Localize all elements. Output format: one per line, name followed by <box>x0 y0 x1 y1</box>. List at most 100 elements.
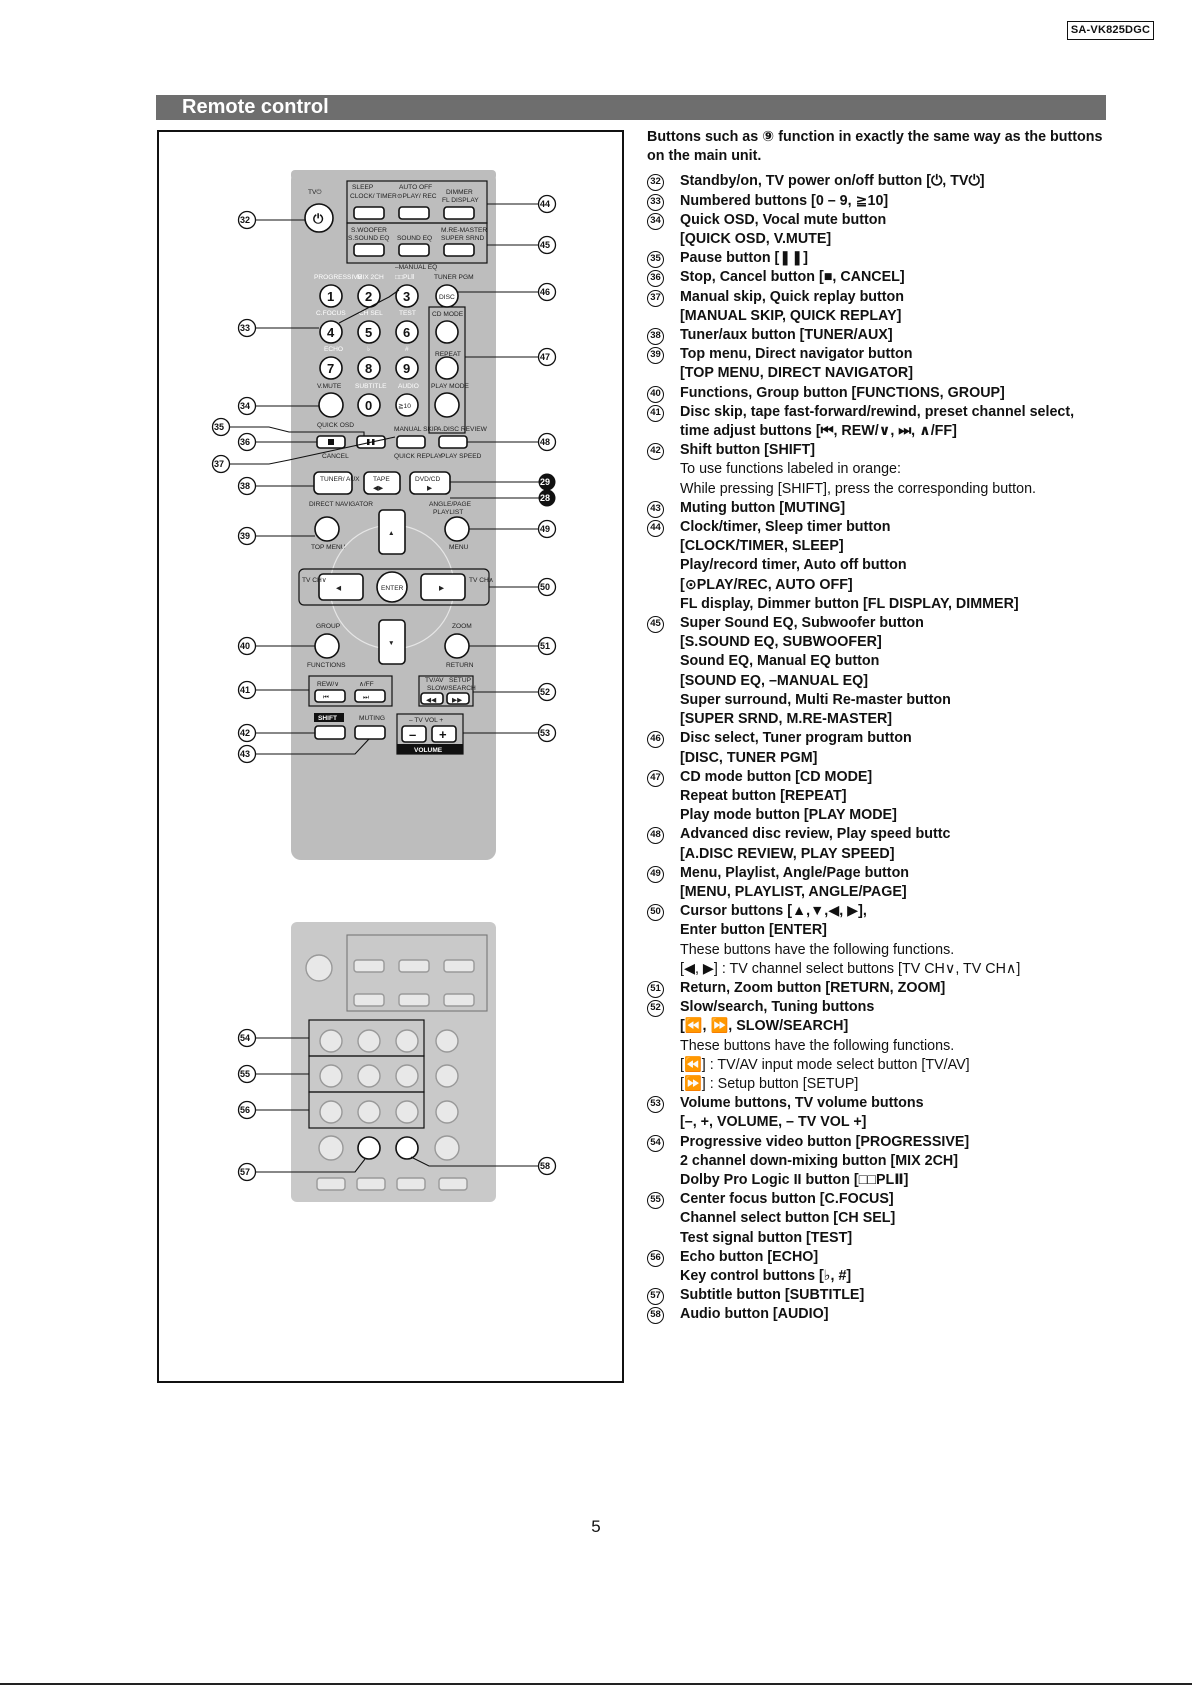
item-number-badge: 54 <box>647 1134 664 1152</box>
disc-label: DISC <box>439 294 455 301</box>
item-text: Functions, Group button [FUNCTIONS, GROU… <box>680 384 1005 401</box>
item-text: Repeat button [REPEAT] <box>680 787 847 804</box>
tuner-aux-button[interactable]: TUNER/ AUX <box>313 471 360 495</box>
item-text: [QUICK OSD, V.MUTE] <box>680 231 832 248</box>
svg-text:44: 44 <box>540 199 550 209</box>
functions-button[interactable] <box>314 633 340 659</box>
item-number-badge: 44 <box>647 520 664 538</box>
item-text: Return, Zoom button [RETURN, ZOOM] <box>680 979 946 996</box>
svg-text:◀: ◀ <box>336 585 342 592</box>
item-text: CD mode button [CD MODE] <box>680 768 873 785</box>
item-text: Channel select button [CH SEL] <box>680 1210 896 1227</box>
tape-button[interactable]: TAPE◀▶ <box>363 471 401 495</box>
item-text: Disc select, Tuner program button <box>680 730 912 747</box>
sound-eq-button[interactable] <box>398 243 430 257</box>
svg-text:32: 32 <box>240 215 250 225</box>
callout-42: 42 <box>237 723 257 743</box>
direct-navigator-label: DIRECT NAVIGATOR <box>309 501 373 508</box>
flat-label: ♭ <box>367 346 370 353</box>
svg-text:⏻: ⏻ <box>313 211 324 226</box>
item-text: Dolby Pro Logic II button [□□PLⅡ] <box>680 1171 909 1188</box>
ff-label: ∧/FF <box>359 681 374 688</box>
number-key-3[interactable]: 3 <box>395 284 419 308</box>
search-forward-button[interactable]: ▶▶ <box>446 692 470 705</box>
number-key-8[interactable]: 8 <box>357 356 381 380</box>
key-4-text: 4 <box>327 325 335 340</box>
cursor-down-button[interactable]: ▼ <box>378 619 406 665</box>
s-sound-eq-button[interactable] <box>353 243 385 257</box>
quick-osd-button[interactable] <box>318 392 344 418</box>
disc-button[interactable]: DISC <box>435 284 459 308</box>
svg-text:49: 49 <box>540 524 550 534</box>
item-number-badge: 41 <box>647 404 664 422</box>
tv-power-button[interactable]: ⏻ <box>304 203 334 233</box>
tuner-pgm-label: TUNER PGM <box>434 274 474 281</box>
repeat-button[interactable] <box>435 356 459 380</box>
skip-forward-button[interactable]: ⏭ <box>354 689 386 703</box>
callout-28: 28 <box>538 489 556 507</box>
cursor-right-button[interactable]: ▶ <box>420 573 466 601</box>
number-key-0[interactable]: 0 <box>357 393 381 417</box>
super-srnd-button[interactable] <box>443 243 475 257</box>
volume-up-button[interactable]: + <box>431 725 457 743</box>
number-key-7[interactable]: 7 <box>319 356 343 380</box>
svg-text:55: 55 <box>240 1069 250 1079</box>
enter-button[interactable]: ENTER <box>376 571 408 603</box>
muting-button[interactable] <box>354 725 386 740</box>
cursor-left-button[interactable]: ◀ <box>318 573 364 601</box>
key-0-text: 0 <box>365 398 372 413</box>
callout-55: 55 <box>237 1064 257 1084</box>
rew-label: REW/∨ <box>317 681 339 688</box>
item-text: time adjust buttons [⏮, REW/∨, ⏭, ∧/FF] <box>680 423 957 440</box>
number-key-10[interactable]: ≧10 <box>395 393 419 417</box>
menu-button[interactable] <box>444 516 470 542</box>
cursor-up-button[interactable]: ▲ <box>378 509 406 555</box>
play-mode-button[interactable] <box>434 392 460 418</box>
dimmer-label: DIMMER <box>446 189 473 196</box>
number-key-5[interactable]: 5 <box>357 320 381 344</box>
number-key-9[interactable]: 9 <box>395 356 419 380</box>
fl-display-button[interactable] <box>443 206 475 220</box>
quick-replay-label: QUICK REPLAY <box>394 453 443 460</box>
volume-down-button[interactable]: – <box>401 725 427 743</box>
item-text: Super surround, Multi Re-master button <box>680 691 951 708</box>
callout-54: 54 <box>237 1028 257 1048</box>
item-number-badge: 49 <box>647 865 664 883</box>
top-menu-button[interactable] <box>314 516 340 542</box>
a-disc-review-button[interactable] <box>438 435 468 449</box>
play-rec-button[interactable] <box>398 206 430 220</box>
item-number-badge: 51 <box>647 980 664 998</box>
number-key-6[interactable]: 6 <box>395 320 419 344</box>
remote-figure-frame: .body { fill: #bdbdbd; } .body2 { fill: … <box>157 130 624 1383</box>
search-back-button[interactable]: ◀◀ <box>420 692 444 705</box>
shift-button[interactable] <box>314 725 346 740</box>
tv-vol-label: – TV VOL + <box>409 717 443 724</box>
skip-back-button[interactable]: ⏮ <box>314 689 346 703</box>
item-text: 2 channel down-mixing button [MIX 2CH] <box>680 1152 958 1169</box>
pl2-label: □□PLⅡ <box>395 274 414 281</box>
item-text: Key control buttons [♭, #] <box>680 1267 852 1284</box>
audio-label: AUDIO <box>398 383 419 390</box>
play-rec-label: ⊙PLAY/ REC <box>397 193 437 200</box>
zoom-button[interactable] <box>444 633 470 659</box>
svg-text:38: 38 <box>240 481 250 491</box>
item-number-badge: 36 <box>647 270 664 288</box>
dvd-cd-button[interactable]: DVD/CD▶ <box>409 471 451 495</box>
number-key-1[interactable]: 1 <box>319 284 343 308</box>
item-note: To use functions labeled in orange: <box>680 461 901 478</box>
item-number-badge: 33 <box>647 193 664 211</box>
item-text: Quick OSD, Vocal mute button <box>680 211 887 228</box>
callout-57: 57 <box>237 1162 257 1182</box>
clock-timer-button[interactable] <box>353 206 385 220</box>
callout-46: 46 <box>537 282 557 302</box>
stop-cancel-button[interactable] <box>316 435 346 449</box>
cd-mode-button[interactable] <box>435 320 459 344</box>
slow-search-label: SLOW/SEARCH <box>427 685 476 692</box>
manual-skip-button[interactable] <box>396 435 426 449</box>
svg-text:46: 46 <box>540 287 550 297</box>
number-key-4[interactable]: 4 <box>319 320 343 344</box>
